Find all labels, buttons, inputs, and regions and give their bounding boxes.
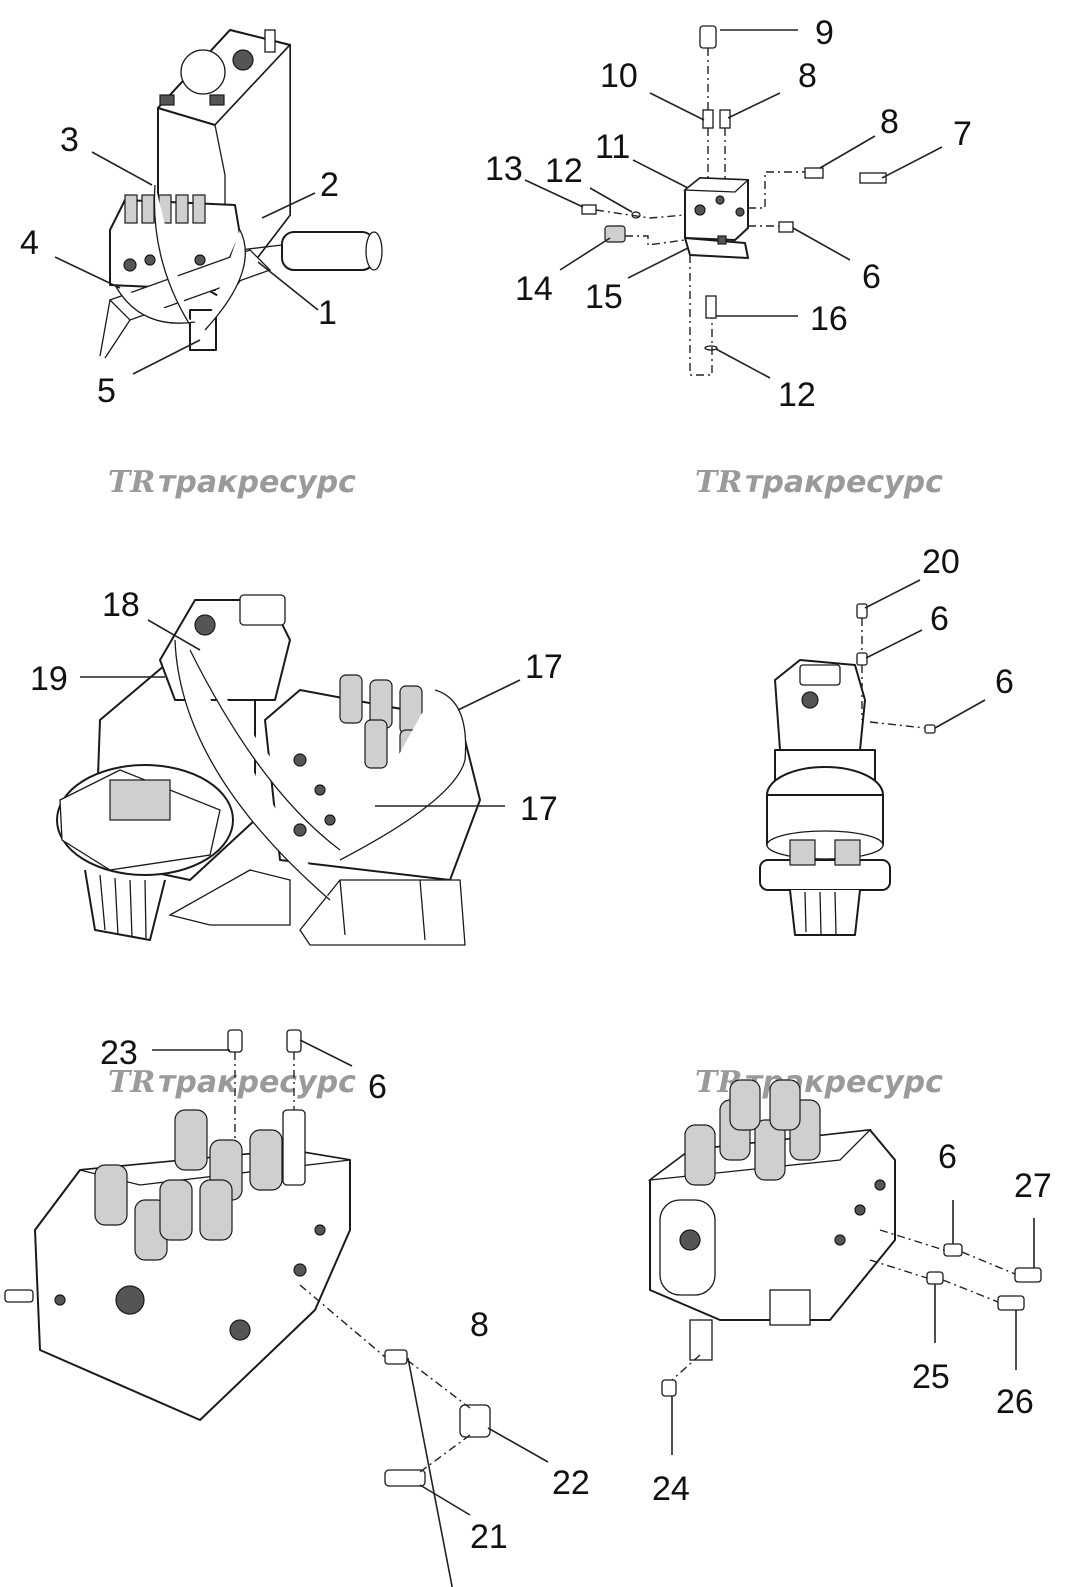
callout-21: 21 <box>470 1518 508 1556</box>
callout-9: 9 <box>815 14 834 52</box>
callout-6d: 6 <box>368 1068 387 1106</box>
callout-15: 15 <box>585 278 623 316</box>
callout-7: 7 <box>953 115 972 153</box>
watermark-2: TR тракресурс <box>695 465 943 500</box>
callout-12b: 12 <box>778 376 816 414</box>
svg-text:TR: TR <box>108 465 155 500</box>
callout-20: 20 <box>922 543 960 581</box>
callout-labels: 1 2 3 4 5 9 10 8 11 13 12 8 7 6 14 15 16… <box>20 14 1052 1556</box>
control-valve-right-drawing <box>647 1079 1042 1397</box>
callout-3: 3 <box>60 121 79 159</box>
callout-8a: 8 <box>798 57 817 95</box>
callout-27: 27 <box>1014 1167 1052 1205</box>
svg-text:тракресурс: тракресурс <box>158 465 356 500</box>
callout-6e: 6 <box>938 1138 957 1176</box>
callout-6c: 6 <box>995 663 1014 701</box>
callout-8c: 8 <box>470 1306 489 1344</box>
callout-22: 22 <box>552 1464 590 1502</box>
callout-17a: 17 <box>525 648 563 686</box>
watermark-1: TR тракресурс <box>108 465 356 500</box>
swing-motor-valve-drawing <box>56 594 481 946</box>
callout-23: 23 <box>100 1034 138 1072</box>
callout-19: 19 <box>30 660 68 698</box>
callout-5: 5 <box>97 372 116 410</box>
callout-2: 2 <box>320 166 339 204</box>
callout-17b: 17 <box>520 790 558 828</box>
callout-11: 11 <box>595 128 630 166</box>
callout-25: 25 <box>912 1358 950 1396</box>
leader-lines <box>54 29 1035 1587</box>
callout-6a: 6 <box>862 258 881 296</box>
callout-18: 18 <box>102 586 140 624</box>
callout-12a: 12 <box>545 152 583 190</box>
callout-10: 10 <box>600 57 638 95</box>
svg-text:TR: TR <box>695 465 742 500</box>
callout-26: 26 <box>996 1383 1034 1421</box>
control-valve-left-drawing <box>4 1029 491 1487</box>
callout-8b: 8 <box>880 103 899 141</box>
callout-14: 14 <box>515 270 553 308</box>
tank-valve-assembly-drawing <box>99 29 383 359</box>
swing-motor-vertical-drawing <box>759 603 936 936</box>
callout-6b: 6 <box>930 600 949 638</box>
callout-4: 4 <box>20 224 39 262</box>
svg-text:тракресурс: тракресурс <box>158 1065 356 1100</box>
callout-13: 13 <box>485 150 523 188</box>
callout-16: 16 <box>810 300 848 338</box>
watermark-3: TR тракресурс <box>108 1065 356 1100</box>
svg-text:TR: TR <box>108 1065 155 1100</box>
callout-1: 1 <box>318 294 337 332</box>
valve-block-exploded-drawing <box>581 25 887 376</box>
svg-text:тракресурс: тракресурс <box>745 465 943 500</box>
callout-24: 24 <box>652 1470 690 1508</box>
